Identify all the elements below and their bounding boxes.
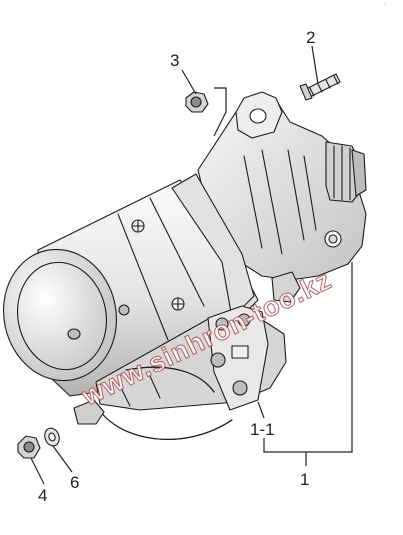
callout-2: 2 — [306, 28, 315, 47]
end-cap-bolt-2 — [118, 304, 130, 316]
callout-1-1: 1-1 — [250, 420, 275, 439]
end-cap — [2, 248, 118, 382]
callout-1: 1 — [300, 470, 309, 489]
leader-3-bracket — [213, 87, 227, 137]
callout-3: 3 — [170, 51, 179, 70]
nut-4 — [17, 435, 41, 459]
end-cap-bolt — [67, 328, 81, 340]
flange-hole — [249, 108, 267, 124]
end-cap-rim — [16, 261, 108, 371]
leader-6 — [52, 445, 73, 473]
corner-mark: ´ — [384, 4, 386, 11]
leader-1-1 — [257, 401, 265, 419]
leader-lines — [30, 45, 353, 485]
cable-lead-inner — [125, 366, 215, 393]
callout-6: 6 — [70, 473, 79, 492]
nut-3 — [185, 91, 209, 113]
housing-hole-inner — [328, 234, 338, 244]
terminal-nut — [210, 313, 251, 396]
housing-terminal — [271, 271, 301, 303]
leader-1-bracket — [263, 262, 353, 453]
cable-harness — [97, 407, 233, 440]
terminal-stud — [73, 399, 105, 425]
callout-4: 4 — [38, 486, 47, 505]
leader-4 — [30, 457, 45, 485]
pinion-gear — [325, 141, 367, 203]
leader-2 — [311, 45, 319, 85]
washer-6 — [44, 427, 60, 447]
body-screw — [131, 219, 145, 233]
leader-3 — [181, 69, 197, 95]
cable-harness-inner — [97, 407, 233, 440]
body-band — [171, 173, 255, 319]
starter-motor — [2, 91, 367, 440]
housing-ribs — [243, 149, 317, 255]
stud-bolt — [299, 73, 341, 101]
body-screw-2 — [171, 297, 185, 311]
